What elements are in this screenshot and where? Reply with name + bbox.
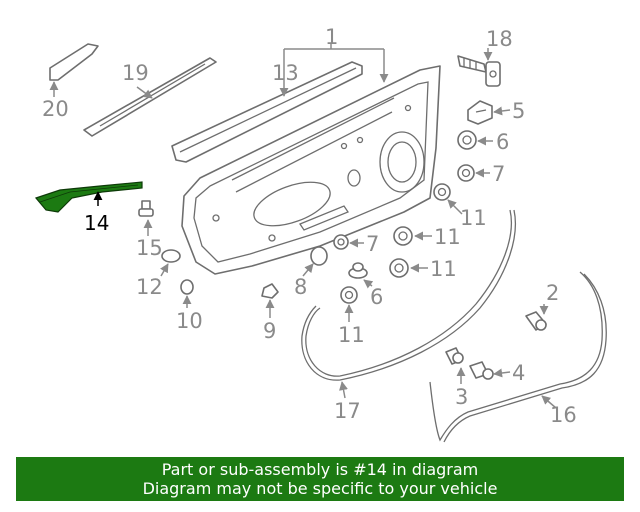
callout-5: 5 <box>512 99 525 123</box>
leader-lines <box>49 44 557 409</box>
callout-19: 19 <box>122 61 149 85</box>
part-20-trim <box>49 43 99 81</box>
banner-line-2: Diagram may not be specific to your vehi… <box>142 479 498 498</box>
callout-11b: 11 <box>434 225 461 249</box>
part-7-plug-b <box>333 234 349 250</box>
callout-16: 16 <box>550 403 577 427</box>
part-11-plug-c <box>389 258 409 278</box>
callout-17: 17 <box>334 399 361 423</box>
callout-9: 9 <box>263 319 276 343</box>
part-12-pad <box>161 249 181 263</box>
callout-3: 3 <box>455 385 468 409</box>
callouts: 1 13 19 20 18 5 6 7 11 11 11 7 6 11 8 9 … <box>42 25 577 427</box>
part-11-plug-d <box>340 286 358 304</box>
part-15-clip <box>138 200 154 217</box>
callout-6b: 6 <box>370 285 383 309</box>
callout-6a: 6 <box>496 130 509 154</box>
part-13-weatherstrip <box>171 61 363 163</box>
part-11-plug-b <box>393 226 413 246</box>
banner-line-1: Part or sub-assembly is #14 in diagram <box>161 460 479 479</box>
callout-11a: 11 <box>460 206 487 230</box>
part-16-seal <box>429 271 607 443</box>
part-11-plug-a <box>433 183 451 201</box>
part-5-cap <box>467 100 493 125</box>
callout-4: 4 <box>512 361 525 385</box>
callout-7b: 7 <box>366 232 379 256</box>
callout-12: 12 <box>136 275 163 299</box>
part-4-bolt <box>469 361 494 380</box>
callout-8: 8 <box>294 275 307 299</box>
callout-7a: 7 <box>492 162 505 186</box>
callout-18: 18 <box>486 27 513 51</box>
part-6-grommet-b <box>348 262 368 279</box>
callout-15: 15 <box>136 236 163 260</box>
callout-10: 10 <box>176 309 203 333</box>
part-9-clip <box>261 283 279 299</box>
part-8-clip <box>310 246 328 266</box>
part-1-door-shell <box>181 65 441 275</box>
info-banner: Part or sub-assembly is #14 in diagram D… <box>16 457 624 501</box>
part-18-pin <box>457 55 501 87</box>
callout-1: 1 <box>325 25 338 49</box>
part-10-plug <box>180 279 194 295</box>
part-2-bolt <box>525 311 547 331</box>
part-6-grommet-a <box>457 130 477 150</box>
parts-diagram: 1 13 19 20 18 5 6 7 11 11 11 7 6 11 8 9 … <box>34 25 607 443</box>
callout-2: 2 <box>546 281 559 305</box>
callout-11c: 11 <box>430 257 457 281</box>
callout-13: 13 <box>272 61 299 85</box>
callout-14: 14 <box>84 211 109 235</box>
part-3-bolt <box>445 347 464 365</box>
callout-20: 20 <box>42 97 69 121</box>
callout-11d: 11 <box>338 323 365 347</box>
part-14-window-channel <box>34 181 143 213</box>
part-7-plug-a <box>457 164 475 182</box>
part-17-seal <box>301 209 516 381</box>
